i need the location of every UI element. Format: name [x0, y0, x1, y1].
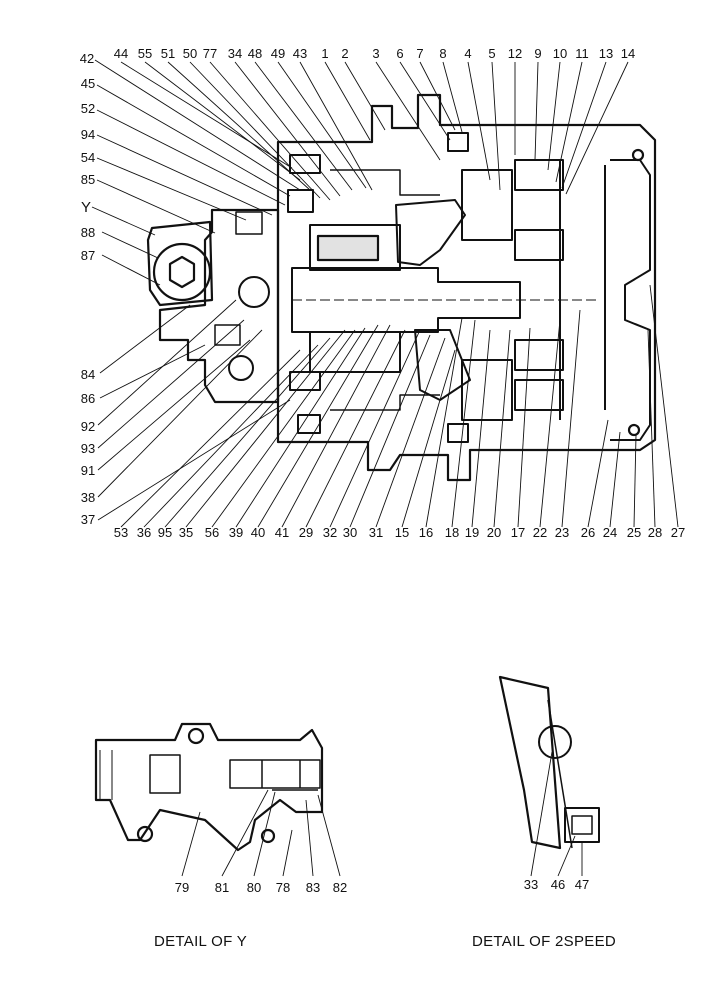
- callout-88: 88: [81, 225, 95, 240]
- callout-78: 78: [276, 880, 290, 895]
- callout-87: 87: [81, 248, 95, 263]
- callout-79: 79: [175, 880, 189, 895]
- callout-34: 34: [228, 46, 242, 61]
- callout-5: 5: [488, 46, 495, 61]
- callout-17: 17: [511, 525, 525, 540]
- callout-94: 94: [81, 127, 95, 142]
- callout-16: 16: [419, 525, 433, 540]
- callout-26: 26: [581, 525, 595, 540]
- callout-56: 56: [205, 525, 219, 540]
- callout-37: 37: [81, 512, 95, 527]
- callout-55: 55: [138, 46, 152, 61]
- callout-4: 4: [464, 46, 471, 61]
- callout-43: 43: [293, 46, 307, 61]
- callout-1: 1: [321, 46, 328, 61]
- callout-31: 31: [369, 525, 383, 540]
- callout-15: 15: [395, 525, 409, 540]
- callout-9: 9: [534, 46, 541, 61]
- callout-39: 39: [229, 525, 243, 540]
- callout-95: 95: [158, 525, 172, 540]
- callout-6: 6: [396, 46, 403, 61]
- callout-14: 14: [621, 46, 635, 61]
- callout-45: 45: [81, 76, 95, 91]
- detail-2speed-callouts: 33 46 47: [524, 877, 589, 892]
- callout-10: 10: [553, 46, 567, 61]
- callout-7: 7: [416, 46, 423, 61]
- detail-2speed-leaders: [530, 751, 583, 877]
- callout-91: 91: [81, 463, 95, 478]
- callout-42: 42: [80, 51, 94, 66]
- detail-2speed-caption: DETAIL OF 2SPEED: [472, 933, 617, 950]
- callout-20: 20: [487, 525, 501, 540]
- detail-2speed-drawing: [498, 675, 600, 850]
- callout-80: 80: [247, 880, 261, 895]
- callout-25: 25: [627, 525, 641, 540]
- callout-28: 28: [648, 525, 662, 540]
- callout-93: 93: [81, 441, 95, 456]
- callout-30: 30: [343, 525, 357, 540]
- callout-54: 54: [81, 150, 95, 165]
- callout-46: 46: [551, 877, 565, 892]
- callout-11: 11: [575, 46, 589, 61]
- detail-y-drawing: [94, 722, 324, 852]
- callout-40: 40: [251, 525, 265, 540]
- callout-86: 86: [81, 391, 95, 406]
- callout-33: 33: [524, 877, 538, 892]
- detail-y-callouts: 79 81 80 78 83 82: [175, 880, 347, 895]
- callouts-left: 42 45 52 94 54 85Y 88 87 84 86 92 93 91 38 37: [80, 51, 95, 527]
- detail-y-caption: DETAIL OF Y: [154, 933, 248, 950]
- callout-35: 35: [179, 525, 193, 540]
- callout-12: 12: [508, 46, 522, 61]
- callout-92: 92: [81, 419, 95, 434]
- callout-24: 24: [603, 525, 617, 540]
- callout-82: 82: [333, 880, 347, 895]
- callout-13: 13: [599, 46, 613, 61]
- callout-8: 8: [439, 46, 446, 61]
- callout-18: 18: [445, 525, 459, 540]
- callout-50: 50: [183, 46, 197, 61]
- callout-81: 81: [215, 880, 229, 895]
- callout-77: 77: [203, 46, 217, 61]
- main-assembly-drawing: [146, 93, 657, 482]
- callout-32: 32: [323, 525, 337, 540]
- callout-27: 27: [671, 525, 685, 540]
- detail-y-leaders: [181, 789, 341, 877]
- callout-47: 47: [575, 877, 589, 892]
- callout-2: 2: [341, 46, 348, 61]
- callout-49: 49: [271, 46, 285, 61]
- callout-53: 53: [114, 525, 128, 540]
- callout-Y: Y: [81, 199, 91, 216]
- callout-41: 41: [275, 525, 289, 540]
- callout-22: 22: [533, 525, 547, 540]
- callout-52: 52: [81, 101, 95, 116]
- callout-48: 48: [248, 46, 262, 61]
- callout-23: 23: [555, 525, 569, 540]
- callout-3: 3: [372, 46, 379, 61]
- callouts-bottom: 53 36 95 35 56 39 40 41 29 32 30 31 15 16 18 19 20 17 22 23…: [114, 525, 685, 540]
- callout-19: 19: [465, 525, 479, 540]
- callout-29: 29: [299, 525, 313, 540]
- callout-83: 83: [306, 880, 320, 895]
- callout-84: 84: [81, 367, 95, 382]
- leader-lines: [91, 59, 679, 528]
- callout-38: 38: [81, 490, 95, 505]
- callout-85: 85: [81, 172, 95, 187]
- callout-36: 36: [137, 525, 151, 540]
- callout-51: 51: [161, 46, 175, 61]
- callout-44: 44: [114, 46, 128, 61]
